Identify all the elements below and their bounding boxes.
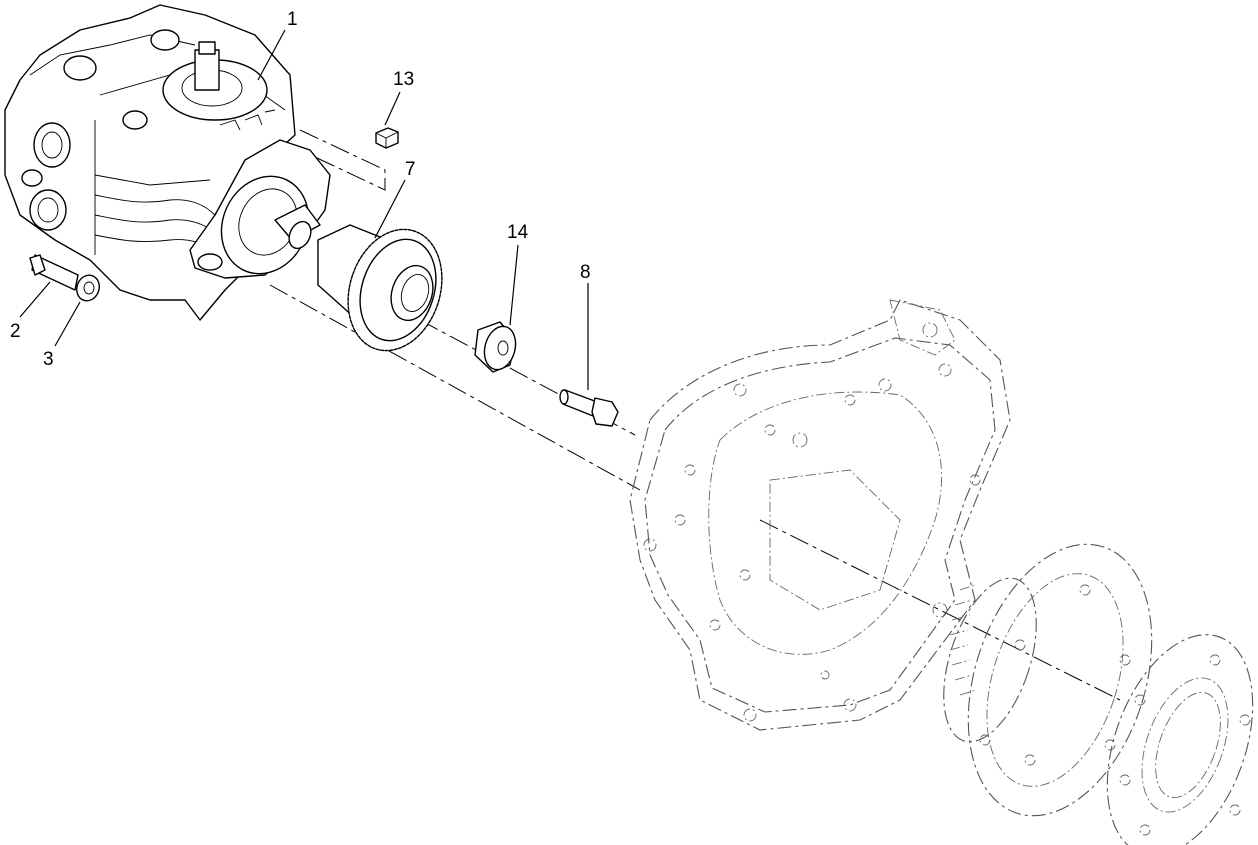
callout-labels: 1 2 3 13 7 14 8 <box>10 9 591 370</box>
callout-13: 13 <box>393 69 414 90</box>
washer-part-3 <box>76 274 100 302</box>
callout-14: 14 <box>507 222 529 243</box>
leader-lines <box>19 29 589 390</box>
callout-2: 2 <box>10 321 21 342</box>
alignment-centerline <box>269 129 1121 701</box>
pump-mounting-flange <box>189 139 331 279</box>
callout-7: 7 <box>405 159 416 180</box>
callout-3: 3 <box>43 349 54 370</box>
gear-part-7 <box>317 224 443 352</box>
bolt-part-2 <box>29 254 79 291</box>
callout-1: 1 <box>287 9 298 30</box>
ghost-flange-plate <box>1106 634 1254 845</box>
capscrew-part-8 <box>559 389 619 427</box>
ghost-hub <box>943 543 1153 817</box>
key-part-13 <box>375 127 399 149</box>
callout-8: 8 <box>580 262 591 283</box>
bushing-part-14 <box>474 321 517 373</box>
ghost-housing <box>629 299 1011 731</box>
